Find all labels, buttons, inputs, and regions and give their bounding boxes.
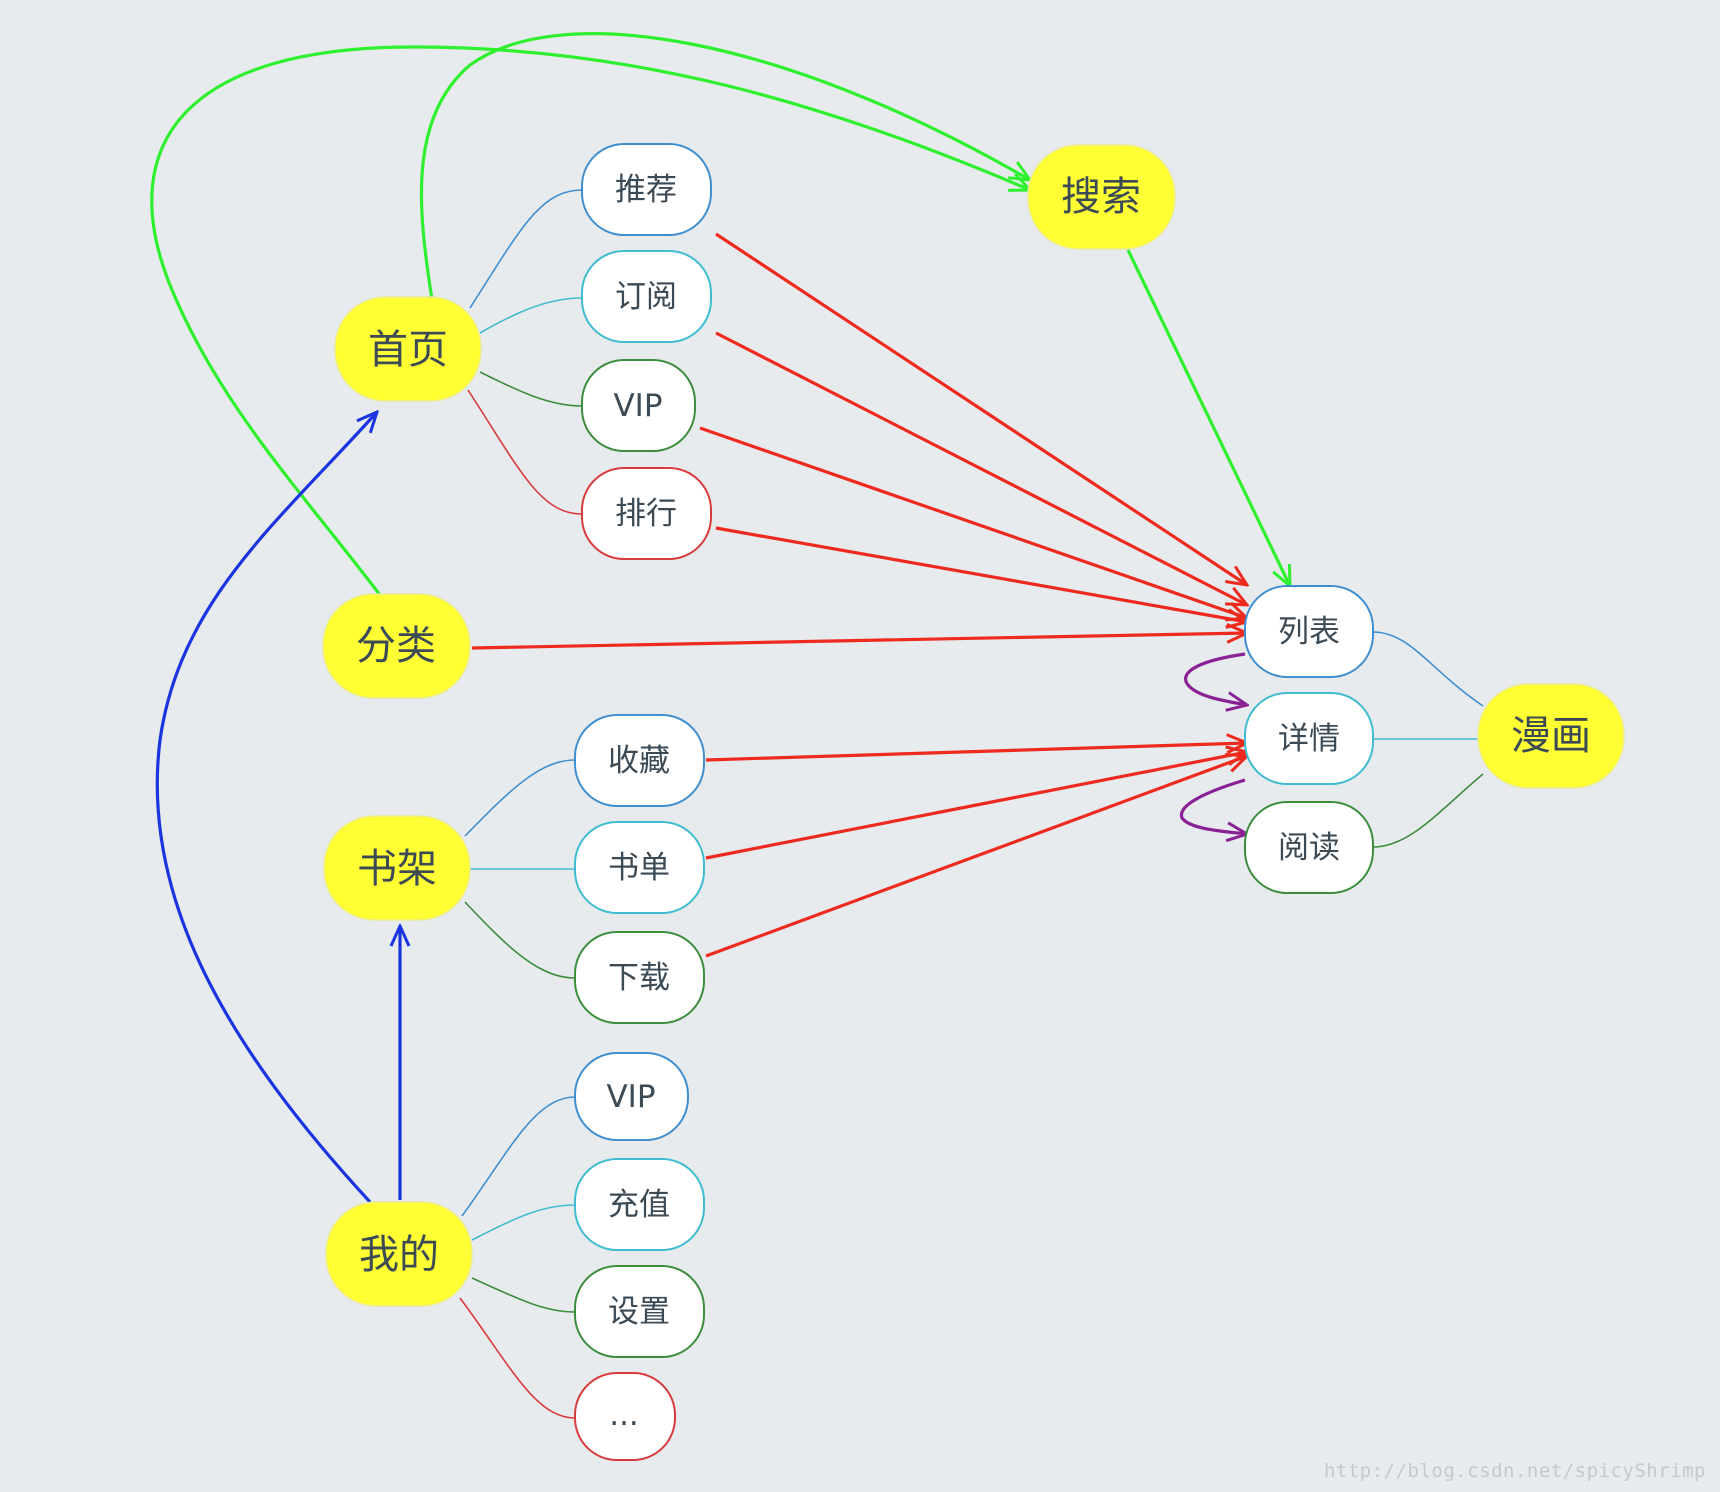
node-download-label: 下载	[608, 960, 670, 996]
connector-read-comic	[1372, 773, 1484, 848]
node-recommend-label: 推荐	[615, 172, 677, 208]
arrow-subscribe-to-list	[715, 331, 1247, 605]
node-subscribe[interactable]: 订阅	[581, 250, 712, 343]
blue-arrows	[155, 412, 400, 1204]
node-detail[interactable]: 详情	[1244, 692, 1374, 785]
purple-arrows	[1179, 652, 1247, 834]
connector-mine-vip	[461, 1096, 576, 1217]
watermark-url: http://blog.csdn.net/spicyShrimp	[1323, 1460, 1706, 1482]
node-subscribe-label: 订阅	[615, 279, 677, 315]
node-mine[interactable]: 我的	[325, 1201, 473, 1307]
node-list-label: 列表	[1278, 614, 1340, 650]
node-comic[interactable]: 漫画	[1477, 683, 1625, 789]
node-detail-label: 详情	[1278, 721, 1340, 757]
node-more-label: ...	[609, 1397, 639, 1433]
connector-shelf-download	[464, 901, 576, 979]
node-more[interactable]: ...	[574, 1372, 676, 1461]
connector-mine-settings	[471, 1277, 576, 1313]
node-vip-home[interactable]: VIP	[581, 359, 696, 452]
node-vip-home-label: VIP	[613, 388, 662, 424]
arrow-detail-to-read	[1179, 778, 1247, 834]
sub-nodes: 推荐 订阅 VIP 排行 收藏 书单 下载 VIP	[574, 143, 1374, 1461]
connector-home-rank	[467, 389, 583, 515]
arrow-rank-to-list	[715, 526, 1247, 622]
node-read[interactable]: 阅读	[1244, 801, 1374, 894]
node-comic-label: 漫画	[1511, 713, 1591, 759]
main-nodes: 首页 分类 书架 我的 搜索 漫画	[322, 144, 1625, 1307]
node-read-label: 阅读	[1278, 830, 1340, 866]
node-category-label: 分类	[356, 623, 436, 669]
node-settings[interactable]: 设置	[574, 1265, 705, 1358]
connector-home-recommend	[469, 189, 583, 309]
node-bookshelf[interactable]: 书架	[323, 815, 471, 921]
node-category[interactable]: 分类	[322, 593, 471, 699]
arrow-mine-to-home	[155, 412, 377, 1204]
connector-home-subscribe	[479, 297, 583, 334]
node-rank-label: 排行	[615, 496, 677, 532]
node-recommend[interactable]: 推荐	[581, 143, 712, 236]
green-arrows	[150, 32, 1290, 596]
node-vip-mine[interactable]: VIP	[574, 1052, 689, 1141]
node-list[interactable]: 列表	[1244, 585, 1374, 678]
connector-shelf-favorite	[464, 759, 576, 837]
node-recharge[interactable]: 充值	[574, 1158, 705, 1251]
node-search-label: 搜索	[1061, 174, 1141, 220]
node-favorite-label: 收藏	[608, 743, 670, 779]
arrow-home-to-search	[419, 32, 1030, 301]
arrow-download-to-detail	[705, 756, 1247, 958]
arrow-favorite-to-detail	[705, 743, 1247, 762]
node-home-label: 首页	[368, 327, 448, 373]
connector-home-vip	[479, 371, 583, 407]
node-settings-label: 设置	[608, 1294, 670, 1330]
node-recharge-label: 充值	[608, 1187, 670, 1223]
node-booklist[interactable]: 书单	[574, 821, 705, 914]
node-mine-label: 我的	[359, 1232, 439, 1278]
connector-list-comic	[1372, 631, 1484, 707]
node-bookshelf-label: 书架	[357, 846, 437, 892]
connector-mine-recharge	[471, 1204, 576, 1241]
tree-connectors	[459, 189, 1484, 1419]
arrow-category-to-list	[471, 633, 1247, 650]
node-download[interactable]: 下载	[574, 931, 705, 1024]
node-rank[interactable]: 排行	[581, 467, 712, 560]
node-home[interactable]: 首页	[334, 296, 482, 402]
node-search[interactable]: 搜索	[1027, 144, 1176, 250]
red-arrows	[471, 232, 1247, 958]
arrow-search-to-list	[1126, 249, 1290, 586]
node-booklist-label: 书单	[608, 850, 670, 886]
arrow-recommend-to-list	[715, 232, 1247, 585]
arrow-list-to-detail	[1184, 652, 1247, 705]
node-vip-mine-label: VIP	[606, 1079, 655, 1115]
node-favorite[interactable]: 收藏	[574, 714, 705, 807]
connector-mine-more	[459, 1297, 576, 1419]
arrow-booklist-to-detail	[705, 752, 1247, 860]
arrow-vip-to-list	[699, 426, 1247, 618]
arrow-category-to-search	[150, 45, 1030, 596]
